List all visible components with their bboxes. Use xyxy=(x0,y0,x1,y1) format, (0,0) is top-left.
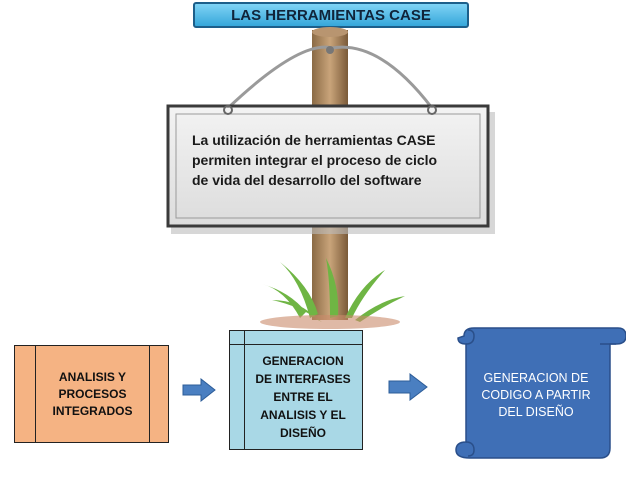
step-codigo-text: GENERACION DE CODIGO A PARTIR DEL DISEÑO xyxy=(466,370,606,421)
title-banner: LAS HERRAMIENTAS CASE xyxy=(193,2,469,28)
sign-text: La utilización de herramientas CASE perm… xyxy=(192,130,472,190)
step-line: DEL DISEÑO xyxy=(498,405,574,419)
step-line: GENERACION xyxy=(262,353,344,368)
grass xyxy=(262,258,405,322)
step-line: CODIGO A PARTIR xyxy=(481,388,591,402)
arrow-right-icon xyxy=(182,378,216,402)
sign-board xyxy=(166,104,490,228)
step-line: GENERACION DE xyxy=(483,371,589,385)
step-codigo-scroll xyxy=(455,327,626,459)
step-line: ANALISIS Y EL xyxy=(260,407,346,422)
signpost-illustration xyxy=(166,27,495,329)
step-line: INTEGRADOS xyxy=(52,403,133,418)
title-text: LAS HERRAMIENTAS CASE xyxy=(231,6,431,24)
arrow-right-icon xyxy=(388,373,428,401)
sign-line: La utilización de herramientas CASE xyxy=(192,132,436,148)
step-interfases-box: GENERACION DE INTERFASES ENTRE EL ANALIS… xyxy=(229,330,363,450)
step-line: DE INTERFASES xyxy=(255,371,351,386)
step-interfases-text: GENERACION DE INTERFASES ENTRE EL ANALIS… xyxy=(244,344,362,449)
step-analisis-box: ANALISIS Y PROCESOS INTEGRADOS xyxy=(14,345,169,443)
sign-line: permiten integrar el proceso de ciclo xyxy=(192,152,438,168)
step-line: ENTRE EL xyxy=(273,389,333,404)
step-line: PROCESOS xyxy=(58,386,127,401)
step-analisis-text: ANALISIS Y PROCESOS INTEGRADOS xyxy=(35,346,150,442)
step-line: DISEÑO xyxy=(279,425,326,440)
sign-line: de vida del desarrollo del software xyxy=(192,172,422,188)
step-line: ANALISIS Y xyxy=(58,369,127,384)
